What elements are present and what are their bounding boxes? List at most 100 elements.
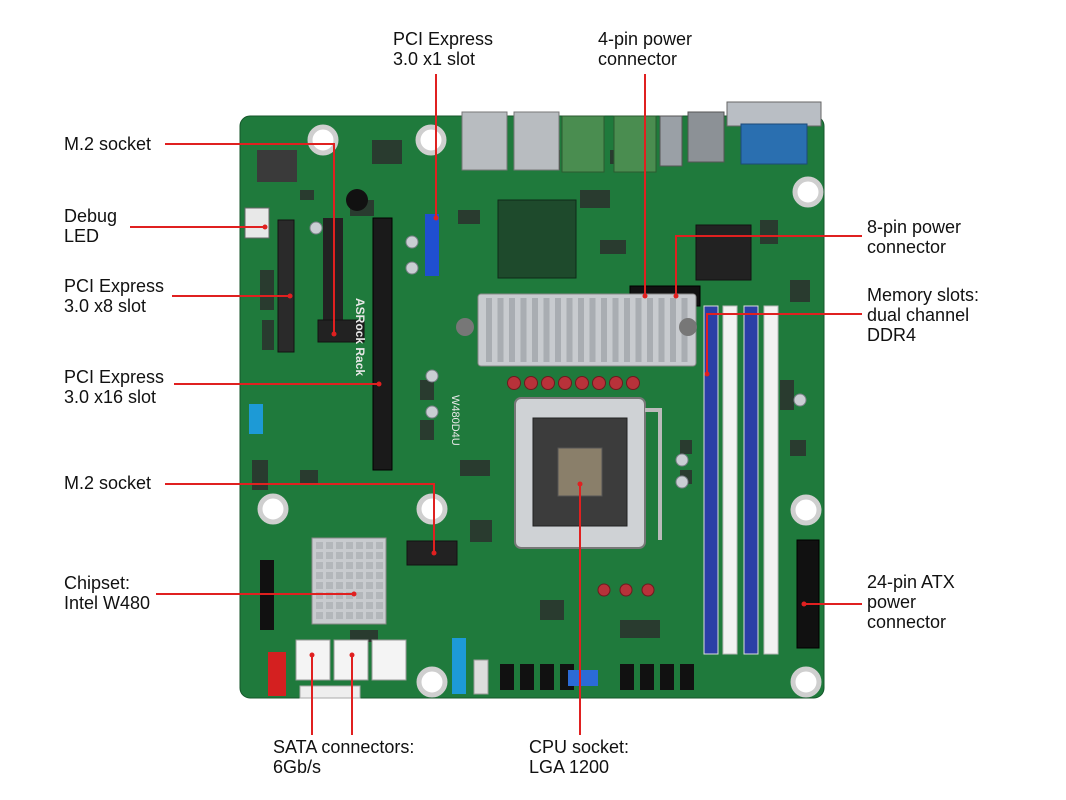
fan-header (500, 664, 514, 690)
leader-dot (351, 591, 357, 597)
heatsink-pin (346, 612, 353, 619)
heatsink-pin (346, 542, 353, 549)
capacitor (597, 583, 611, 597)
heatsink-pin (326, 602, 333, 609)
heatsink-fin (658, 298, 665, 362)
heatsink-pin (366, 562, 373, 569)
sata-port-edge (299, 685, 361, 699)
heatsink-pin (366, 552, 373, 559)
board-component (620, 620, 660, 638)
heatsink-pin (356, 582, 363, 589)
heatsink-pin (316, 592, 323, 599)
board-component (540, 600, 564, 620)
label-cpu-socket: CPU socket: LGA 1200 (529, 737, 630, 777)
heatsink-pin (326, 582, 333, 589)
board-component (780, 380, 794, 410)
capacitor (619, 583, 633, 597)
buzzer (346, 189, 368, 211)
pcie-x16-slot (372, 217, 393, 471)
heatsink-fin (601, 298, 607, 362)
heatsink-pin (346, 562, 353, 569)
heatsink-fin (543, 298, 550, 362)
mounting-holes (257, 124, 824, 698)
heatsink-pin (336, 572, 343, 579)
board-capacitor (309, 221, 323, 235)
heatsink-pin (356, 562, 363, 569)
mounting-hole (416, 666, 448, 698)
heatsink-fin (612, 298, 619, 362)
usb-header-white (473, 659, 489, 695)
heatsink-pin (366, 582, 373, 589)
board-component (790, 440, 806, 456)
capacitor (541, 376, 555, 390)
heatsink-pin (356, 602, 363, 609)
heatsink-pin (366, 612, 373, 619)
vrm-heatsink (456, 293, 697, 367)
heatsink-pin (376, 582, 383, 589)
usb-port (561, 115, 605, 173)
usb-header (452, 638, 466, 694)
heatsink-pin (316, 602, 323, 609)
leader-dot (704, 371, 710, 377)
fan-header (660, 664, 674, 690)
usb-port (613, 115, 657, 173)
leader-dot (577, 481, 583, 487)
board-component (252, 460, 268, 490)
sata-port-red (268, 652, 286, 696)
io-chip (257, 150, 297, 182)
leader-endpoints (262, 215, 807, 658)
heatsink-pin (376, 542, 383, 549)
sata-port (371, 639, 407, 681)
debug-led (244, 207, 270, 239)
mounting-hole (792, 176, 824, 208)
heatsink-pin (326, 592, 333, 599)
heatsink-pin (336, 602, 343, 609)
usb-port (659, 115, 683, 167)
capacitor (609, 376, 623, 390)
heatsink-pin (366, 542, 373, 549)
capacitor (626, 376, 640, 390)
heatsink-pin (376, 552, 383, 559)
heatsink-pin (336, 612, 343, 619)
board-component (420, 420, 434, 440)
heatsink-screw (679, 318, 697, 336)
board-component (790, 280, 810, 302)
label-8pin-power: 8-pin power connector (867, 217, 962, 257)
leader-dot (376, 381, 382, 387)
fan-header (680, 664, 694, 690)
capacitor (592, 376, 606, 390)
heatsink-pin (316, 572, 323, 579)
heatsink-pin (376, 572, 383, 579)
heatsink-pin (336, 592, 343, 599)
board-component (600, 240, 626, 254)
pcie-x8-slot (277, 219, 295, 353)
heatsink-fin (647, 298, 653, 362)
leader-lines (130, 74, 862, 735)
heatsink-pin (336, 562, 343, 569)
heatsink-pin (336, 582, 343, 589)
board-capacitor (793, 393, 807, 407)
leader-dot (801, 601, 807, 607)
lan-port (513, 111, 560, 171)
leader-memory (706, 313, 862, 374)
fan-header (620, 664, 634, 690)
board-component (350, 630, 378, 642)
board-component (580, 190, 610, 208)
cpu-socket (514, 397, 662, 549)
heatsink-fin (589, 298, 596, 362)
label-m2-socket-bottom: M.2 socket (64, 473, 152, 493)
rear-io-ports (461, 101, 822, 173)
label-chipset: Chipset: Intel W480 (64, 573, 151, 613)
vga-port (687, 111, 725, 163)
leader-dot (331, 331, 337, 337)
heatsink-fin (566, 298, 573, 362)
board-capacitor (675, 453, 689, 467)
heatsink-pin (376, 602, 383, 609)
mounting-hole (257, 493, 289, 525)
memory-slots (703, 305, 779, 655)
leader-m2-bottom (165, 483, 435, 553)
label-pcie-x8-slot: PCI Express 3.0 x8 slot (64, 276, 165, 316)
board-component (458, 210, 480, 224)
heatsink-fin (635, 298, 642, 362)
